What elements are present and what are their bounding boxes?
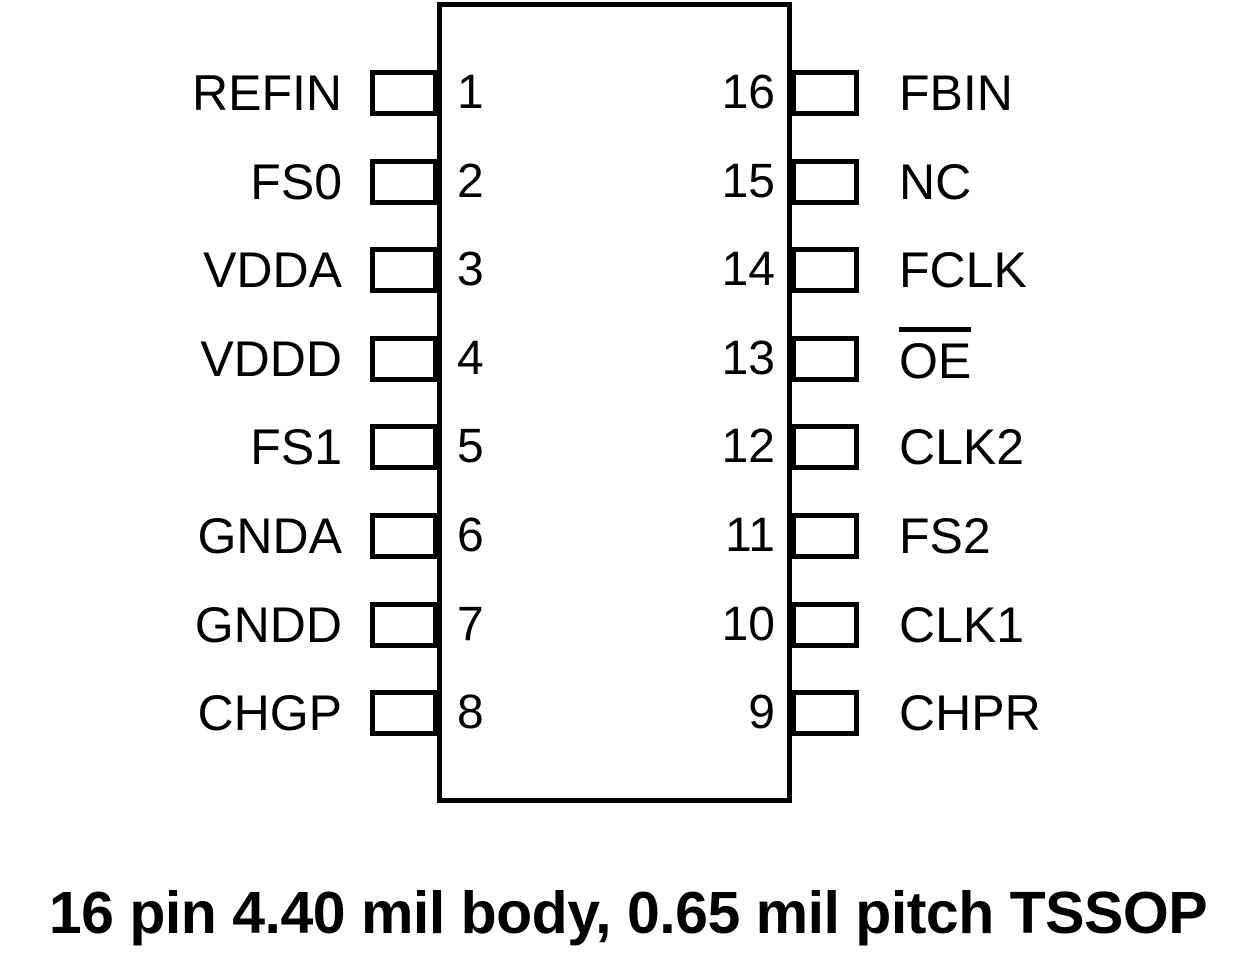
package-caption: 16 pin 4.40 mil body, 0.65 mil pitch TSS… bbox=[48, 880, 1208, 946]
pin-number-8: 8 bbox=[457, 686, 484, 740]
pin-lead-12 bbox=[791, 424, 859, 471]
pin-row: GNDD 7 bbox=[0, 597, 1256, 653]
pin-number-3: 3 bbox=[457, 243, 484, 297]
pin-lead-13 bbox=[791, 335, 859, 382]
pin-row: FS0 2 bbox=[0, 154, 1256, 210]
pin-label-1: REFIN bbox=[192, 65, 342, 121]
pin-row: CHPR 9 bbox=[0, 685, 1256, 741]
chip-body-outline bbox=[437, 2, 792, 803]
pin-row: VDDA 3 bbox=[0, 242, 1256, 298]
pin-lead-10 bbox=[791, 601, 859, 648]
pin-label-4: VDDD bbox=[200, 330, 342, 387]
pin-number-7: 7 bbox=[457, 597, 484, 651]
pin-lead-11 bbox=[791, 513, 859, 559]
pin-number-10: 10 bbox=[721, 597, 775, 651]
pin-label-6: GNDA bbox=[197, 508, 342, 564]
pin-lead-5 bbox=[370, 424, 438, 471]
pin-row: FS2 11 bbox=[0, 508, 1256, 564]
pin-number-1: 1 bbox=[457, 66, 484, 119]
pin-row: FBIN 16 bbox=[0, 65, 1256, 121]
pin-label-15: NC bbox=[899, 153, 972, 210]
pin-label-2: FS0 bbox=[250, 153, 342, 210]
pin-number-15: 15 bbox=[721, 154, 775, 208]
pin-row: OE 13 bbox=[0, 326, 1256, 389]
pin-lead-14 bbox=[791, 247, 859, 294]
pin-label-7: GNDD bbox=[194, 596, 342, 653]
pin-label-12: CLK2 bbox=[899, 419, 1025, 476]
pin-lead-6 bbox=[370, 513, 438, 559]
pin-row: CLK1 10 bbox=[0, 597, 1256, 653]
pin-row: REFIN 1 bbox=[0, 65, 1256, 121]
pin-row: NC 15 bbox=[0, 154, 1256, 210]
pin-lead-15 bbox=[791, 158, 859, 205]
pin-lead-9 bbox=[791, 690, 859, 737]
pin-row: GNDA 6 bbox=[0, 508, 1256, 564]
pin-label-5: FS1 bbox=[250, 419, 342, 476]
pin-lead-4 bbox=[370, 335, 438, 382]
pin-label-13: OE bbox=[899, 326, 1256, 393]
pin-number-9: 9 bbox=[748, 686, 775, 740]
pin-row: FS1 5 bbox=[0, 419, 1256, 475]
pin-number-16: 16 bbox=[721, 66, 775, 119]
pin-number-4: 4 bbox=[457, 331, 484, 385]
pin-row: FCLK 14 bbox=[0, 242, 1256, 298]
pin-label-11: FS2 bbox=[899, 508, 991, 564]
pin-label-16: FBIN bbox=[899, 65, 1013, 121]
pin-lead-1 bbox=[370, 70, 438, 116]
pin-label-14: FCLK bbox=[899, 242, 1027, 299]
pin-lead-7 bbox=[370, 601, 438, 648]
pin-row: CHGP 8 bbox=[0, 685, 1256, 741]
pin-number-14: 14 bbox=[721, 243, 775, 297]
pin-label-10: CLK1 bbox=[899, 596, 1025, 653]
pin-number-13: 13 bbox=[721, 331, 775, 385]
active-low-overbar: OE bbox=[899, 326, 972, 389]
pin-lead-2 bbox=[370, 158, 438, 205]
pin-number-5: 5 bbox=[457, 420, 484, 474]
pin-label-8: CHGP bbox=[197, 685, 342, 742]
pin-label-9: CHPR bbox=[899, 685, 1041, 742]
pin-number-2: 2 bbox=[457, 154, 484, 208]
pin-row: VDDD 4 bbox=[0, 331, 1256, 387]
pin-number-6: 6 bbox=[457, 509, 484, 562]
pin-number-12: 12 bbox=[721, 420, 775, 474]
pin-lead-3 bbox=[370, 247, 438, 294]
pin-number-11: 11 bbox=[725, 509, 775, 562]
pin-lead-16 bbox=[791, 70, 859, 116]
pin-row: CLK2 12 bbox=[0, 419, 1256, 475]
pin-label-3: VDDA bbox=[203, 242, 342, 299]
pin-lead-8 bbox=[370, 690, 438, 737]
